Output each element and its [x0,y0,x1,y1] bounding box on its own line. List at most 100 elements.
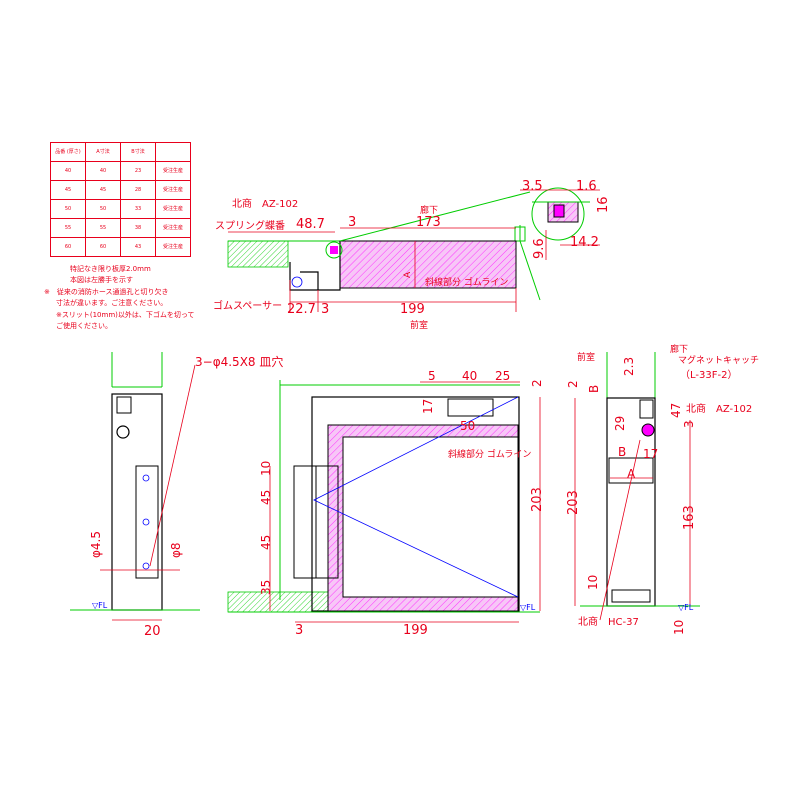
front-elevation: 5 40 25 2 17 50 斜線部分 ゴムライン 10 45 45 35 2… [227,369,545,638]
dim-b2: B [618,445,626,459]
dim-29: 29 [613,416,627,431]
hinge-detail: 3.5 1.6 16 9.6 14.2 [520,179,611,260]
dim-3-5: 3.5 [522,179,543,194]
table-header-row: 品番 (厚さ) A寸法 B寸法 [50,142,191,162]
roller-icon [116,425,130,439]
bottom-stop [611,589,651,603]
dim-25: 25 [495,369,510,383]
label-fl: ▽FL [92,601,108,610]
label-spring-hinge: スプリング蝶番 [215,219,285,232]
spec-table: 品番 (厚さ) A寸法 B寸法 40 40 23 受注生産 45 45 28 受… [50,142,191,257]
dim-163: 163 [682,505,697,530]
leader-line [149,364,196,567]
hinge-plate [293,465,317,579]
section-view: 前室 廊下 マグネットキャッチ （L-33F-2） 北商 AZ-102 北商 H… [566,343,759,635]
plan-line [519,240,541,301]
dim-3b: 3 [321,302,329,317]
label-holes: 3−φ4.5X8 皿穴 [195,354,283,369]
catch-part [116,396,132,414]
leader-line [339,191,531,242]
magnet-catch [447,398,494,417]
detail-circle [531,187,585,241]
section-block [608,457,654,484]
magnet-catch [639,399,654,419]
dim-9-6: 9.6 [532,238,547,259]
label-room: 前室 [577,351,595,363]
hinge-icon [641,423,655,437]
hinge-detail-circle [325,241,343,259]
table-row: 60 60 43 受注生産 [50,237,191,257]
dim-3: 3 [295,623,303,638]
dim-203: 203 [530,487,545,512]
dim-47: 47 [669,403,683,418]
dim-3: 3 [682,420,696,428]
label-corridor: 廊下 [670,343,688,355]
dim-b: B [587,385,601,393]
dim-14-2: 14.2 [570,235,599,250]
dim-3: 3 [348,215,356,230]
note-thickness: 特記なき限り板厚2.0mm [70,265,151,273]
dim-45a: 45 [259,490,273,505]
plan-door-leaf [339,240,517,289]
dim-22-7: 22.7 [287,302,316,317]
label-a: A [403,271,413,278]
dim-1-6: 1.6 [576,179,597,194]
dim-16: 16 [596,196,611,213]
screw-hole-icon [142,474,150,482]
table-cell: 受注生産 [155,237,191,257]
label-corridor: 廊下 [420,204,438,216]
label-hokusho-az: 北商 AZ-102 [232,197,298,210]
note-hand: 本図は左勝手を示す [70,276,133,284]
dim-48-7: 48.7 [296,217,325,232]
note-caution-2: 寸法が違います。ご注意ください。 [56,299,168,307]
plan-stop [514,226,526,242]
label-magnet-model: （L-33F-2） [680,369,737,381]
note-slit-1: ※スリット(10mm)以外は、下ゴムを切って [56,311,195,319]
dim-phi-4-5: φ4.5 [89,531,103,558]
note-slit-2: ご使用ください。 [56,322,112,330]
dim-10b: 10 [672,620,686,635]
dim-45b: 45 [259,535,273,550]
floor-wall [227,591,329,613]
note-caution-1: ※ 従来の消防ホース通過孔と切り欠き [44,288,169,296]
dim-35: 35 [259,580,273,595]
dim-5: 5 [428,369,436,383]
dim-199: 199 [403,623,428,638]
dim-40: 40 [462,369,477,383]
hinge-plate [135,465,159,579]
label-hatch: 斜線部分 ゴムライン [448,448,531,460]
dim-2-3: 2.3 [622,357,636,376]
table-row: 55 55 38 受注生産 [50,218,191,238]
plan-frame [300,271,319,290]
dim-2: 2 [530,379,544,387]
door-panel [342,436,519,598]
hinge-plate [315,465,339,579]
plan-view: 廊下 前室 北商 AZ-102 スプリング蝶番 ゴムスペーサー 斜線部分 ゴムラ… [213,191,541,331]
screw-hole-icon [142,562,150,570]
spring-hinge-icon [291,276,303,288]
dim-17: 17 [421,399,435,414]
label-fl: ▽FL [520,603,536,612]
left-elevation: 3−φ4.5X8 皿穴 φ4.5 φ8 20 ▽FL [70,352,283,639]
plan-frame [289,241,341,291]
swing-line [313,396,519,598]
dim-10: 10 [586,575,600,590]
leader-line [599,439,641,621]
screw-hole-icon [142,518,150,526]
plan-wall [227,240,289,268]
dim-2: 2 [566,380,580,388]
dim-17: 17 [643,447,658,461]
dim-a: A [627,467,636,481]
dim-173: 173 [416,215,441,230]
dim-199: 199 [400,302,425,317]
dim-203: 203 [566,490,581,515]
label-hatch: 斜線部分 ゴムライン [425,276,508,288]
dim-phi-8: φ8 [169,542,183,558]
label-hokusho-az: 北商 AZ-102 [686,402,752,415]
label-hokusho-hc: 北商 HC-37 [578,615,639,628]
dim-20: 20 [144,624,161,639]
hinge-magnet [330,246,338,254]
label-magnet: マグネットキャッチ [678,354,759,366]
dim-10: 10 [259,461,273,476]
